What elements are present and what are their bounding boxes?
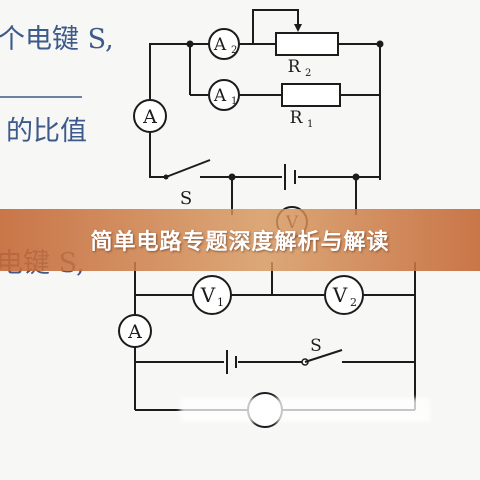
bottom-switch-label: S [310,336,322,356]
resistor-r1 [281,83,341,107]
top-switch-pivot [163,174,169,180]
bottom-switch-blade [304,349,343,363]
resistor-r1-label: R [290,108,304,128]
top-text-line1: 个电键 S, [0,24,114,55]
voltmeter-v2-label: V [332,283,348,307]
top-ammeter-main [133,99,167,133]
resistor-r1-sub: 1 [307,119,313,130]
top-text-line3: 的比值 [6,116,87,147]
top-switch-blade [165,159,211,178]
resistor-r2-sub: 2 [305,68,311,79]
top-left-lower-wire [149,132,166,178]
top-left-upper-wire [149,43,381,100]
resistor-r2-label: R [288,57,302,77]
voltmeter-v1-sub: 1 [217,296,224,309]
top-ammeter-a2-sub: 2 [231,45,237,56]
blurred-watermark [180,398,430,422]
rheostat-arrow-icon [294,24,302,32]
banner-title: 简单电路专题深度解析与解读 [90,230,390,255]
top-node-dot [352,173,360,181]
top-circuit: 个电键 S, 的比值 A A 2 R 2 [0,9,384,238]
voltmeter-v2-sub: 2 [350,296,357,309]
top-ammeter-a1-sub: 1 [231,96,237,107]
top-switch-label: S [180,188,192,209]
bottom-ammeter [118,314,152,348]
top-node-dot [186,40,194,48]
top-node-dot [228,173,236,181]
title-banner: 简单电路专题深度解析与解读 [0,209,480,271]
rheostat-slider-wire [252,9,299,44]
bottom-ammeter-label: A [127,321,142,343]
voltmeter-v1-label: V [200,283,216,307]
top-ammeter-a2-label: A [213,35,227,55]
top-node-dot [376,40,384,48]
resistor-r2 [275,32,339,56]
top-ammeter-a1-label: A [213,86,227,106]
top-ammeter-main-label: A [142,106,157,128]
